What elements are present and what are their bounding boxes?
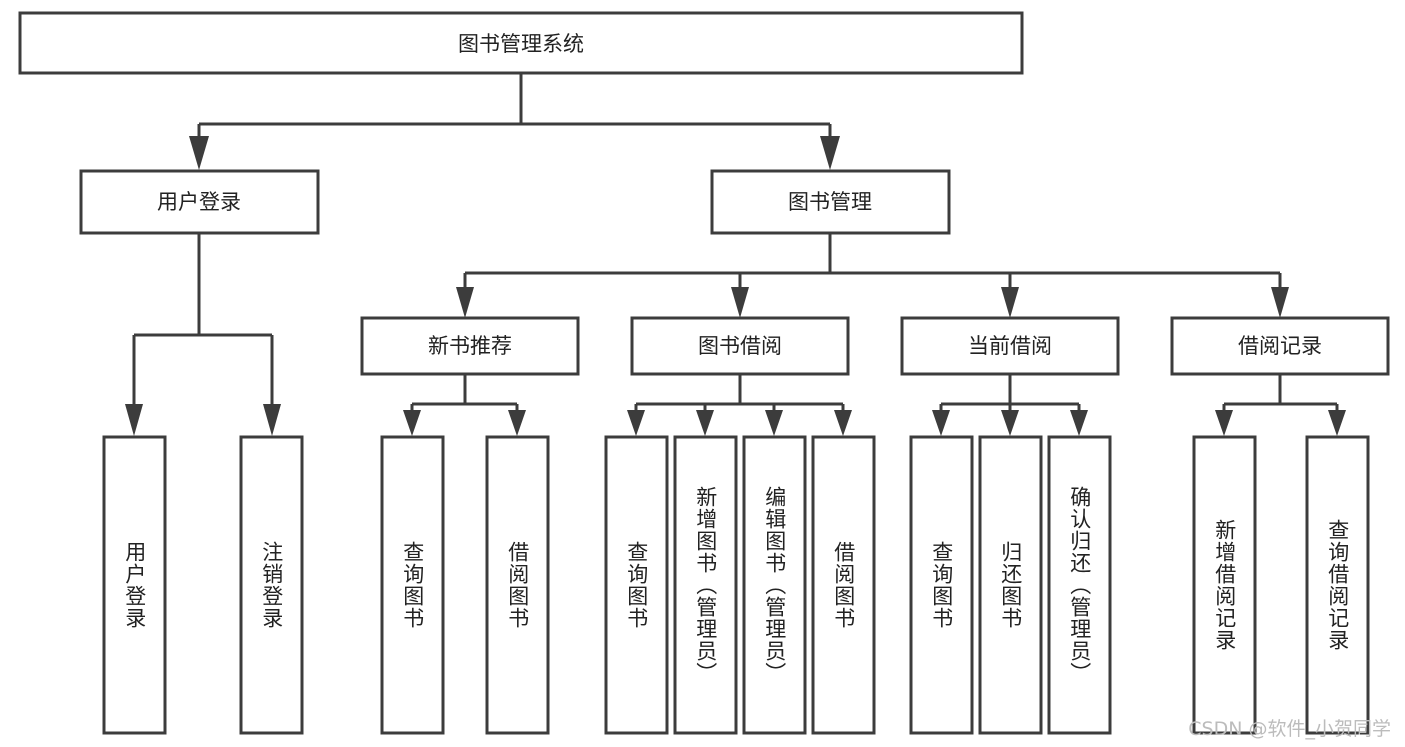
node-book-borrow-label: 图书借阅 — [698, 334, 782, 358]
node-current-borrow[interactable]: 当前借阅 — [900, 316, 1120, 376]
node-book-borrow[interactable]: 图书借阅 — [630, 316, 850, 376]
watermark-text: CSDN @软件_小贺同学 — [1188, 718, 1391, 740]
leaf-box-5[interactable] — [604, 435, 669, 735]
connector-group-root — [189, 74, 840, 170]
arrow-head-leaf-1 — [125, 404, 143, 436]
arrow-head-leaf-4 — [508, 410, 526, 436]
leaf-box-2[interactable] — [239, 435, 304, 735]
node-user-login[interactable]: 用户登录 — [79, 169, 320, 235]
arrow-head-user-login — [189, 136, 209, 170]
arrow-head-current-borrow — [1001, 287, 1019, 318]
leaf-box-4[interactable] — [485, 435, 550, 735]
node-new-book-recommend-box[interactable] — [360, 316, 580, 376]
connector-group-current-borrow — [932, 374, 1088, 436]
leaf-box-10[interactable] — [978, 435, 1043, 735]
node-book-manage-label: 图书管理 — [788, 190, 872, 214]
arrow-head-leaf-7 — [765, 410, 783, 436]
node-root-box[interactable] — [18, 11, 1024, 75]
arrow-head-book-borrow — [731, 287, 749, 318]
arrow-head-book-manage — [820, 136, 840, 170]
arrow-head-leaf-3 — [403, 410, 421, 436]
arrow-head-leaf-8 — [834, 410, 852, 436]
leaf-box-9[interactable] — [909, 435, 974, 735]
leaf-box-6[interactable] — [673, 435, 738, 735]
node-borrow-record-label: 借阅记录 — [1238, 334, 1322, 358]
leaf-box-1[interactable] — [102, 435, 167, 735]
node-book-manage-box[interactable] — [710, 169, 951, 235]
arrow-head-leaf-9 — [932, 410, 950, 436]
node-new-book-recommend[interactable]: 新书推荐 — [360, 316, 580, 376]
leaf-box-8[interactable] — [811, 435, 876, 735]
node-user-login-label: 用户登录 — [157, 190, 241, 214]
arrow-head-leaf-10 — [1001, 410, 1019, 436]
arrow-head-leaf-2 — [263, 404, 281, 436]
leaf-box-13[interactable] — [1305, 435, 1370, 735]
connector-group-book-borrow — [627, 374, 852, 436]
node-borrow-record-box[interactable] — [1170, 316, 1390, 376]
leaf-box-7[interactable] — [742, 435, 807, 735]
arrow-head-leaf-11 — [1070, 410, 1088, 436]
arrow-head-leaf-12 — [1215, 410, 1233, 436]
node-book-manage[interactable]: 图书管理 — [710, 169, 951, 235]
node-root[interactable]: 图书管理系统 — [18, 11, 1024, 75]
connector-group-new-book — [403, 374, 526, 436]
leaf-nodes-group — [102, 435, 1370, 735]
node-current-borrow-box[interactable] — [900, 316, 1120, 376]
node-current-borrow-label: 当前借阅 — [968, 334, 1052, 358]
connector-group-book-manage — [456, 233, 1289, 318]
arrow-head-new-book — [456, 287, 474, 318]
leaf-box-12[interactable] — [1192, 435, 1257, 735]
leaf-box-11[interactable] — [1047, 435, 1112, 735]
node-root-label: 图书管理系统 — [458, 32, 584, 56]
arrow-head-leaf-13 — [1328, 410, 1346, 436]
leaf-box-3[interactable] — [380, 435, 445, 735]
arrow-head-leaf-6 — [696, 410, 714, 436]
arrow-head-borrow-record — [1271, 287, 1289, 318]
connector-group-user-login — [125, 233, 281, 436]
node-borrow-record[interactable]: 借阅记录 — [1170, 316, 1390, 376]
node-new-book-recommend-label: 新书推荐 — [428, 334, 512, 358]
node-book-borrow-box[interactable] — [630, 316, 850, 376]
arrow-head-leaf-5 — [627, 410, 645, 436]
node-user-login-box[interactable] — [79, 169, 320, 235]
connector-group-borrow-record — [1215, 374, 1346, 436]
